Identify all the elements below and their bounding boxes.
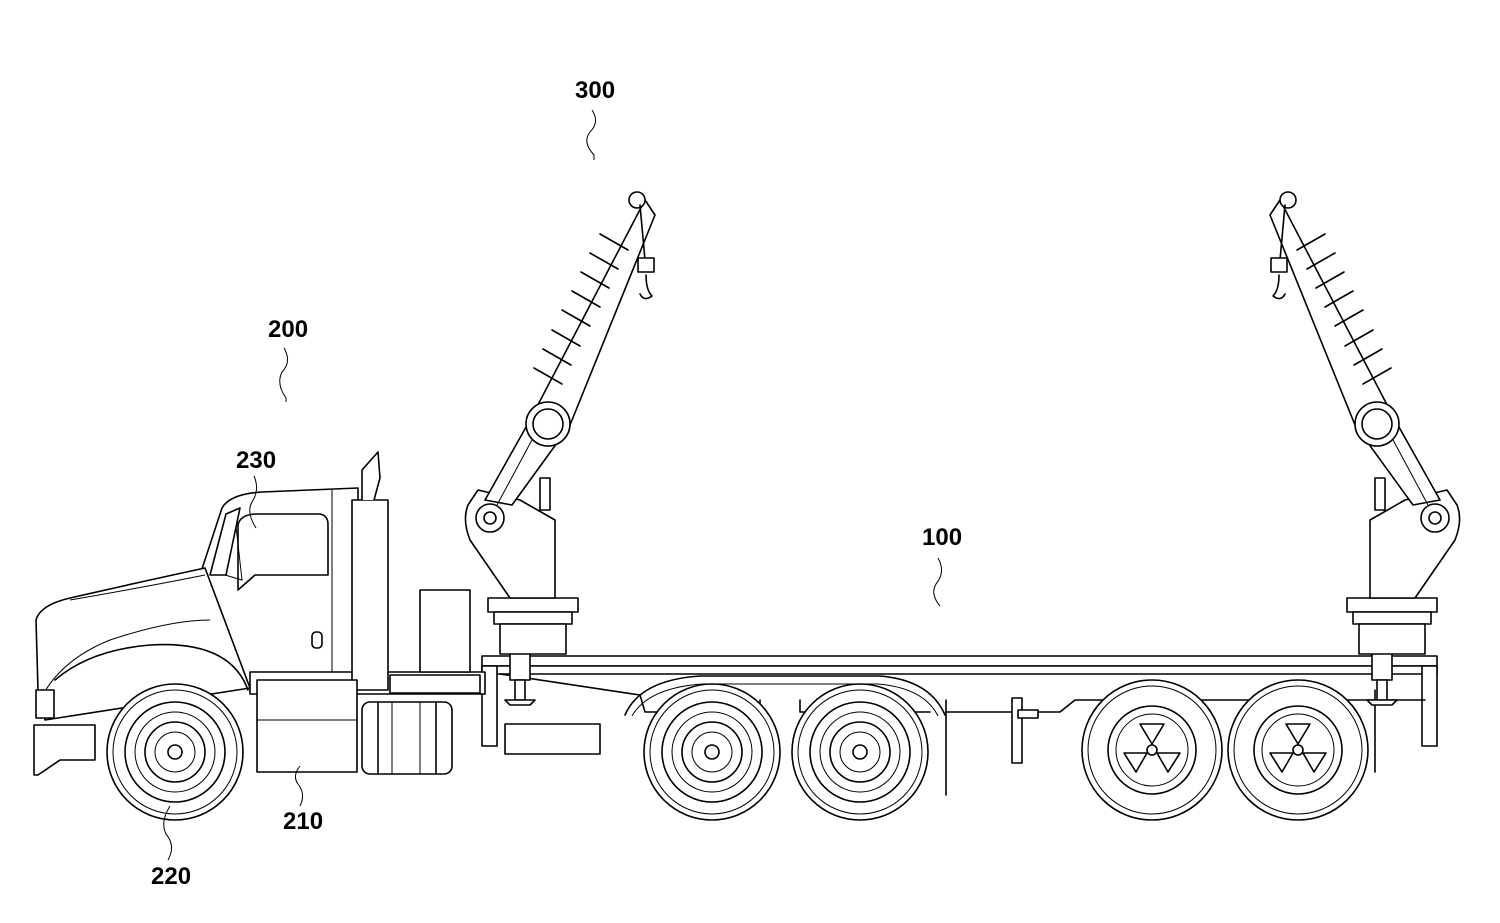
label-200: 200 (268, 316, 308, 402)
ref-label-210: 210 (283, 808, 323, 835)
label-100: 100 (922, 524, 962, 607)
ref-label-230: 230 (236, 447, 276, 474)
ref-label-300: 300 (575, 77, 615, 104)
tractor-body (33, 451, 486, 776)
ref-label-100: 100 (922, 524, 962, 551)
front-wheel (106, 683, 244, 821)
label-230: 230 (236, 447, 276, 529)
label-210: 210 (283, 765, 323, 835)
rear-crane (1269, 191, 1461, 655)
drive-wheel-2 (791, 683, 929, 821)
front-crane (464, 191, 656, 655)
trailer-wheel-2 (1227, 679, 1369, 821)
ref-label-200: 200 (268, 316, 308, 343)
label-220: 220 (151, 805, 191, 890)
label-300: 300 (575, 77, 615, 160)
drive-wheel-1 (643, 683, 781, 821)
trailer-wheel-1 (1081, 679, 1223, 821)
ref-label-220: 220 (151, 863, 191, 890)
